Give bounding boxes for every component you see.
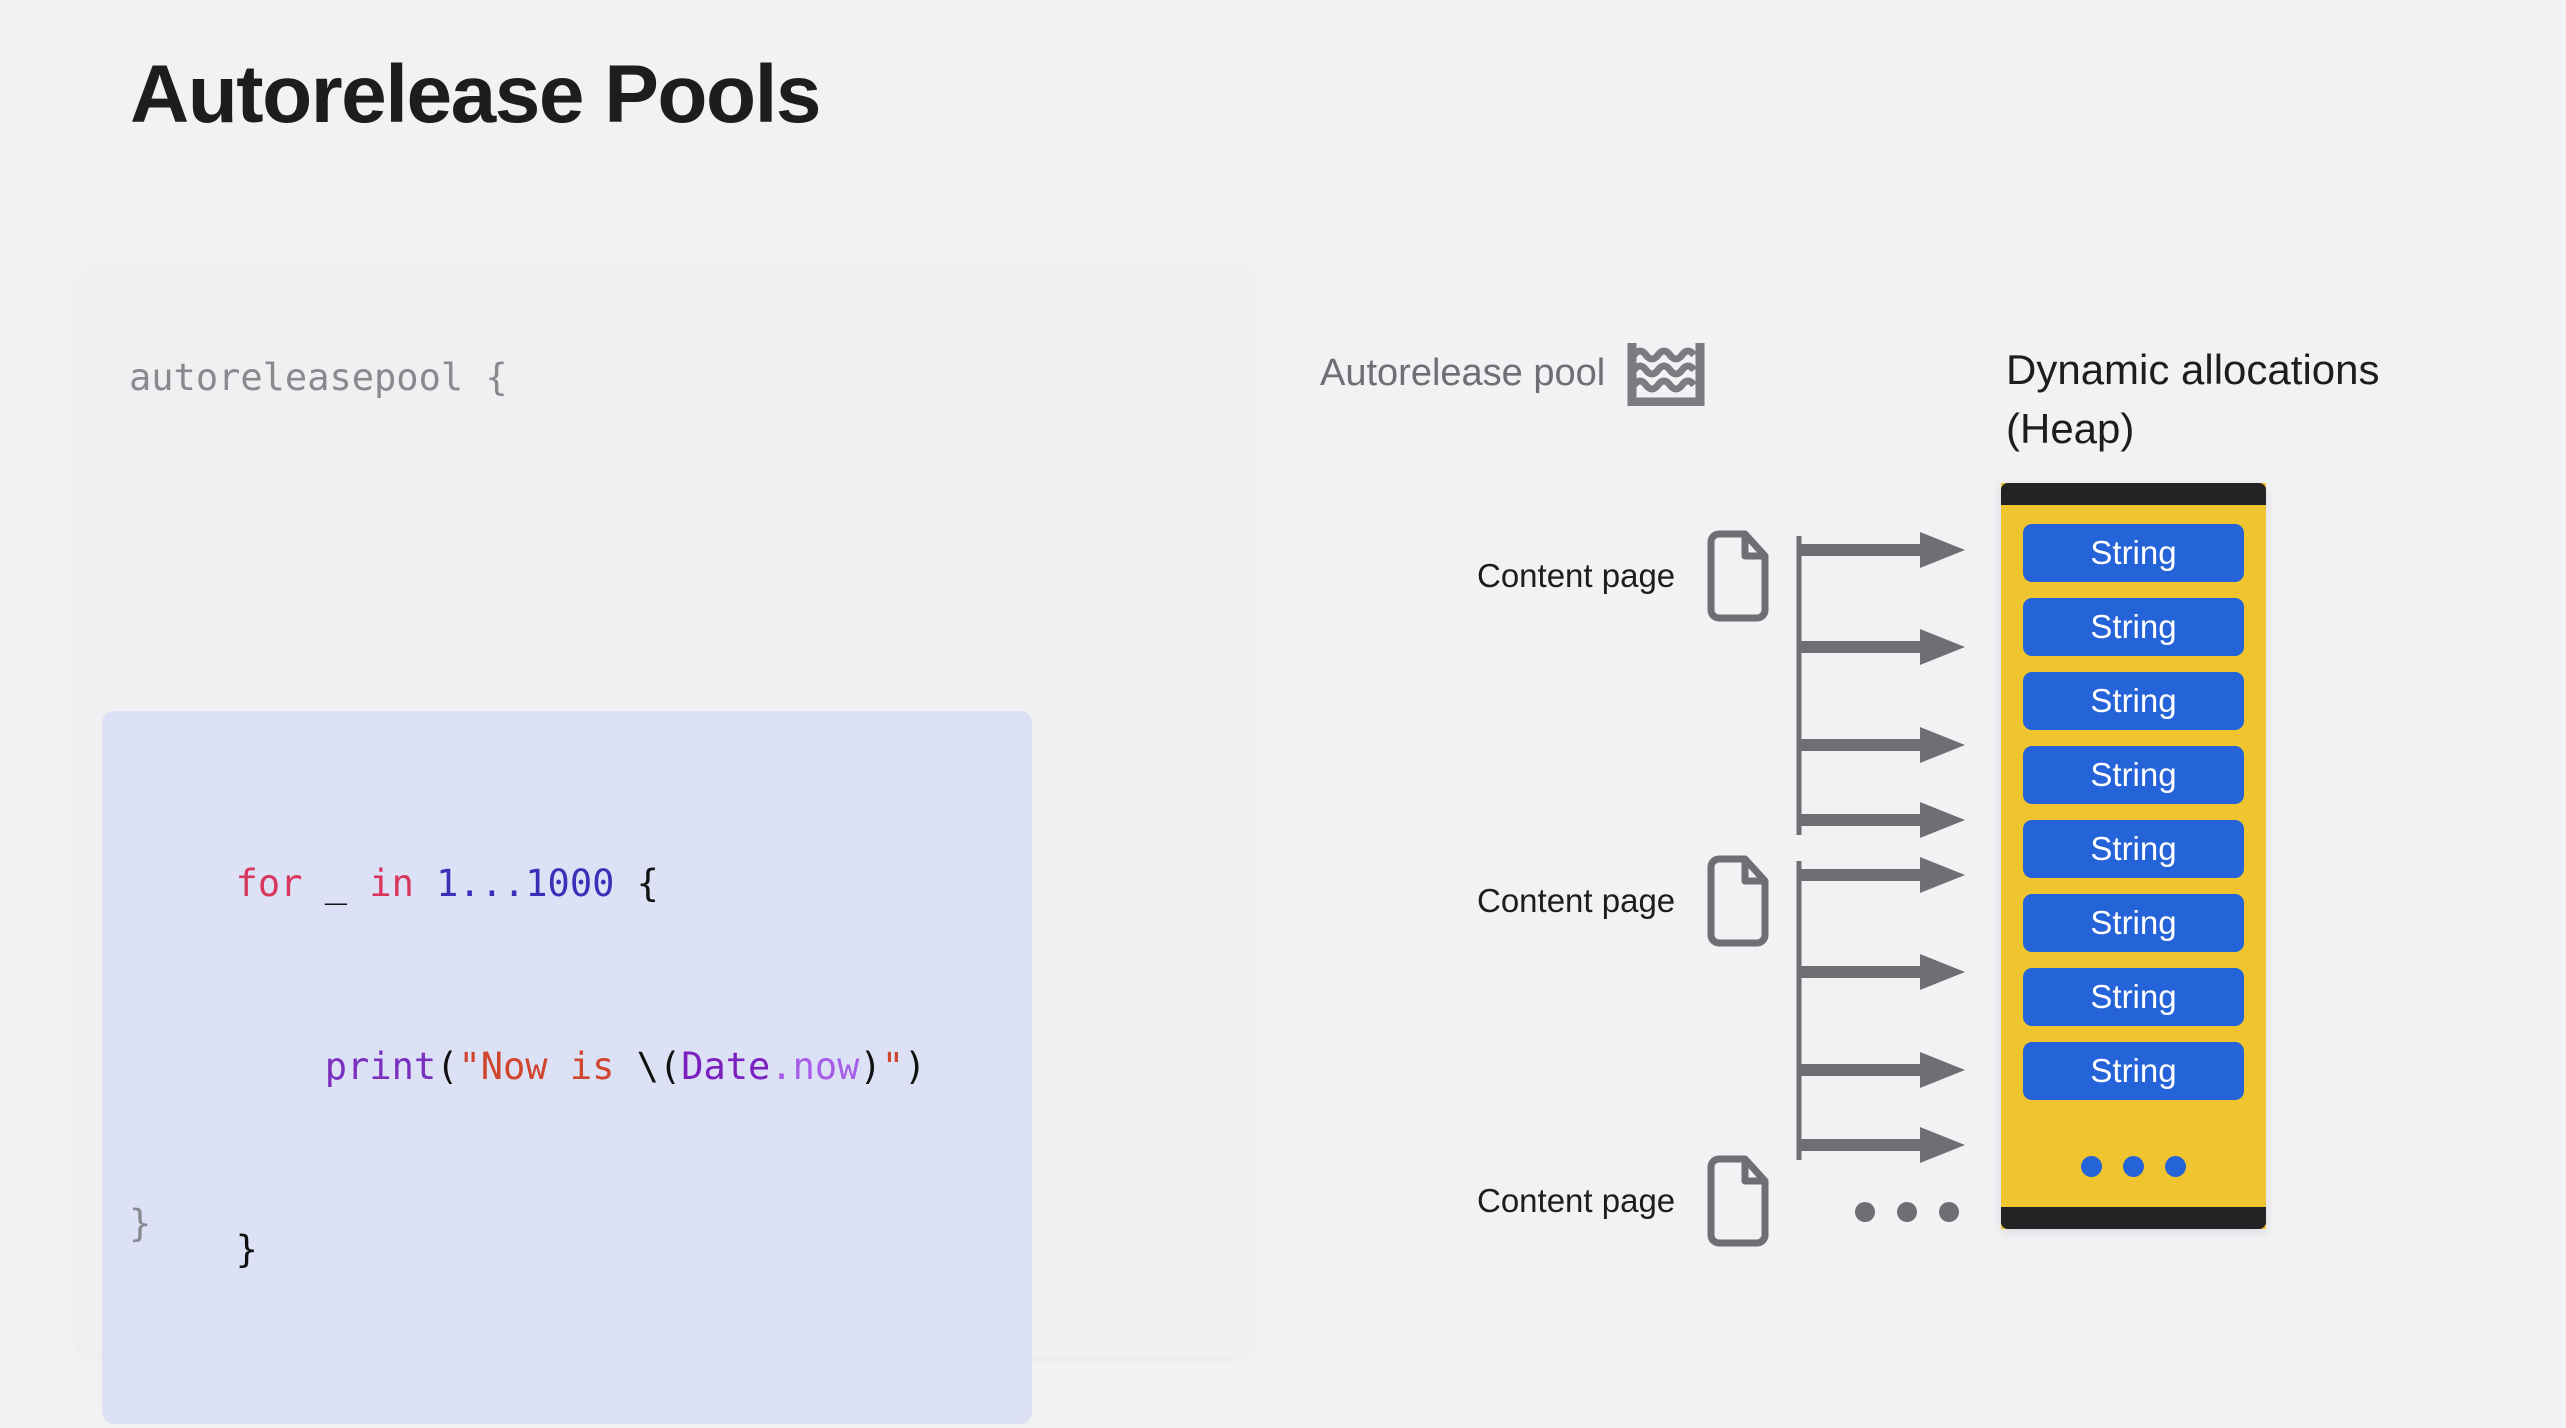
ellipsis-dot xyxy=(1855,1202,1875,1222)
content-page-label: Content page xyxy=(1477,557,1676,594)
heap-overflow-dot xyxy=(2081,1156,2102,1177)
heap-overflow-dot xyxy=(2165,1156,2186,1177)
heap-block-string: String xyxy=(2023,894,2244,952)
token-underscore: _ xyxy=(324,862,348,905)
document-icon xyxy=(1707,1155,1769,1247)
pointer-arrows-group-2 xyxy=(1796,857,1965,1163)
swimming-pool-icon xyxy=(1627,343,1705,406)
code-line-autoreleasepool-close: } xyxy=(129,1202,152,1245)
heap-block-string: String xyxy=(2023,598,2244,656)
pointer-arrows-ellipsis xyxy=(1855,1202,1959,1222)
token-type-date: Date xyxy=(681,1045,771,1088)
token-paren-open: ( xyxy=(436,1045,459,1088)
content-page-row-1: Content page xyxy=(1477,530,1771,622)
heap-top-bar xyxy=(2001,483,2266,505)
token-keyword-in: in xyxy=(369,862,414,905)
token-string-close: " xyxy=(881,1045,904,1088)
ellipsis-dot xyxy=(1897,1202,1917,1222)
token-string-literal: "Now is xyxy=(458,1045,637,1088)
heap-container: String String String String String Strin… xyxy=(2001,483,2266,1229)
token-brace-close: } xyxy=(235,1228,258,1271)
content-page-row-3: Content page xyxy=(1477,1155,1771,1247)
code-line-print: print("Now is \(Date.now)") xyxy=(102,1036,1032,1097)
token-keyword-for: for xyxy=(235,862,303,905)
heap-block-string: String xyxy=(2023,746,2244,804)
heap-block-string: String xyxy=(2023,1042,2244,1100)
code-line-autoreleasepool-open: autoreleasepool { xyxy=(129,356,508,399)
heap-block-string: String xyxy=(2023,820,2244,878)
heap-bottom-bar xyxy=(2001,1207,2266,1229)
document-icon xyxy=(1707,530,1769,622)
heap-block-string: String xyxy=(2023,524,2244,582)
heap-overflow-dots xyxy=(2023,1156,2244,1177)
document-icon xyxy=(1707,855,1769,947)
token-paren-close: ) xyxy=(904,1045,927,1088)
page-title: Autorelease Pools xyxy=(130,49,821,140)
autorelease-pool-row: Autorelease pool xyxy=(1320,340,1705,406)
code-highlight-region: for _ in 1...1000 { print("Now is \(Date… xyxy=(102,711,1032,1424)
token-brace-open: { xyxy=(636,862,659,905)
code-line-loop-close: } xyxy=(102,1219,1032,1280)
code-block: autoreleasepool { for _ in 1...1000 { pr… xyxy=(76,265,1254,1424)
code-card: autoreleasepool { for _ in 1...1000 { pr… xyxy=(76,265,1254,1424)
token-property-now: .now xyxy=(770,1045,860,1088)
content-page-row-2: Content page xyxy=(1477,855,1771,947)
heap-overflow-dot xyxy=(2123,1156,2144,1177)
ellipsis-dot xyxy=(1939,1202,1959,1222)
content-page-label: Content page xyxy=(1477,1182,1676,1219)
content-page-label: Content page xyxy=(1477,882,1676,919)
token-interpolation-close: ) xyxy=(859,1045,882,1088)
heap-block-string: String xyxy=(2023,968,2244,1026)
heap-body: String String String String String Strin… xyxy=(2001,505,2266,1207)
token-interpolation-open: \( xyxy=(636,1045,682,1088)
heap-title: Dynamic allocations (Heap) xyxy=(2006,346,2380,452)
code-line-for-loop: for _ in 1...1000 { xyxy=(102,853,1032,914)
token-function-print: print xyxy=(324,1045,437,1088)
autorelease-pool-label: Autorelease pool xyxy=(1320,351,1606,394)
token-range: 1...1000 xyxy=(436,862,615,905)
pointer-arrows-group-1 xyxy=(1796,532,1965,838)
heap-block-string: String xyxy=(2023,672,2244,730)
